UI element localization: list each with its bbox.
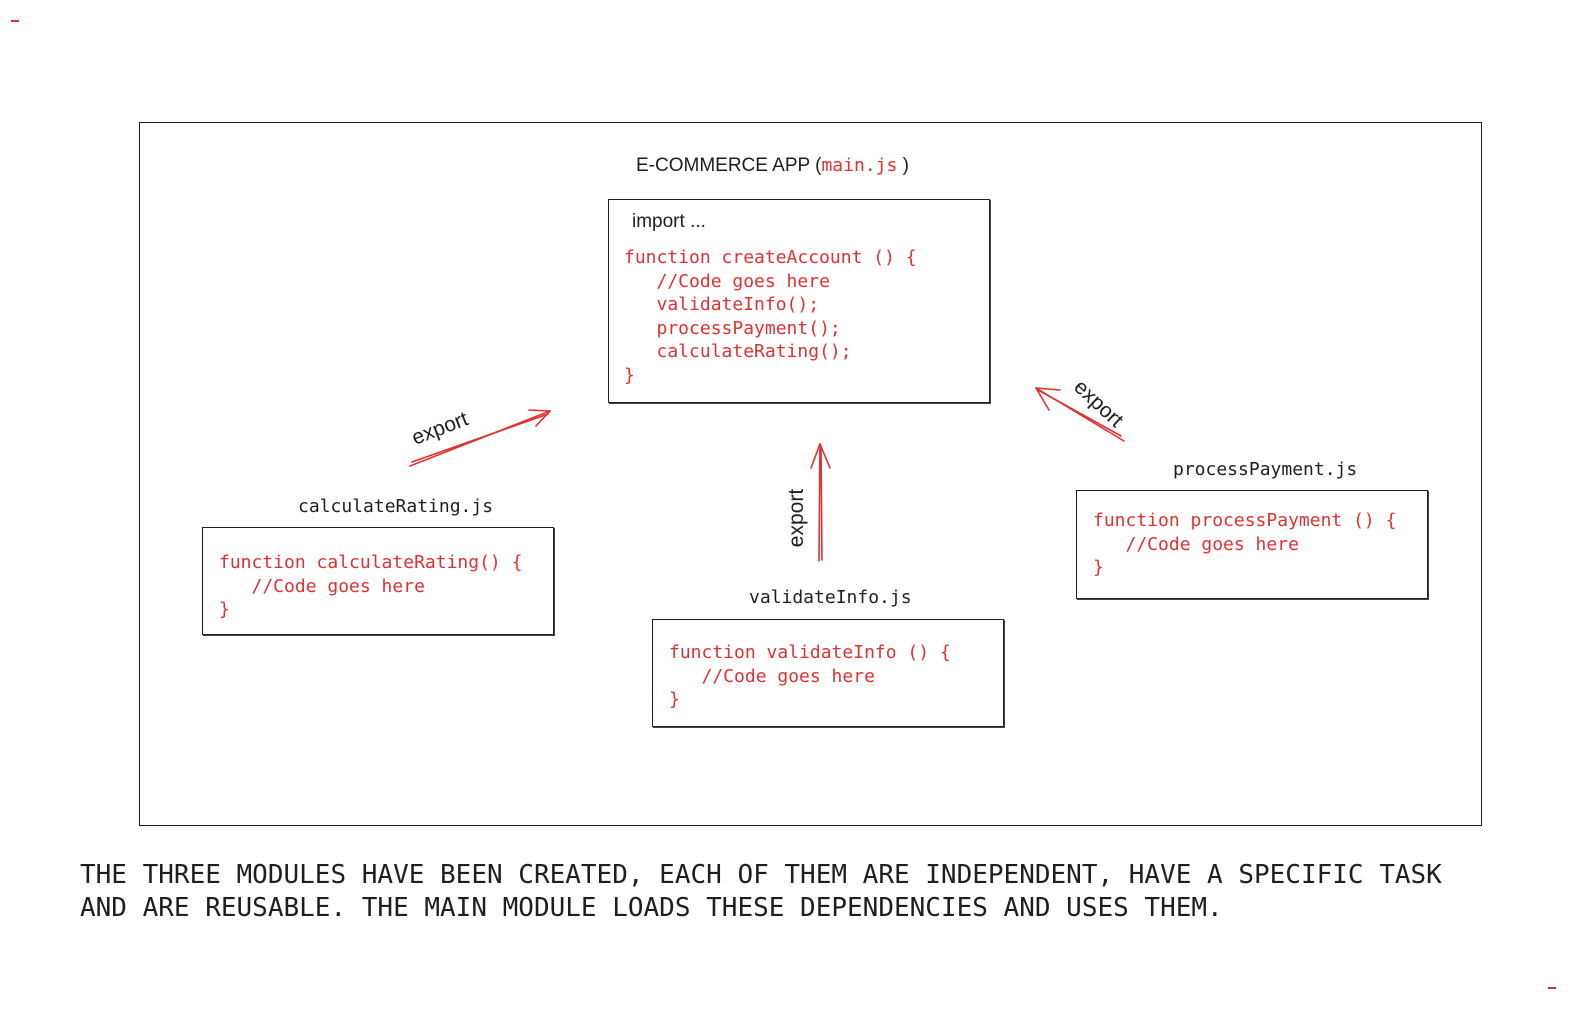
code-line: //Code goes here <box>219 575 425 597</box>
code-line: } <box>624 364 635 386</box>
caption-line-1: THE THREE MODULES HAVE BEEN CREATED, EAC… <box>80 860 1442 890</box>
code-line: } <box>669 689 680 710</box>
import-statement: import ... <box>632 211 706 232</box>
code-line: processPayment(); <box>624 317 841 339</box>
title-open-paren: ( <box>815 155 822 176</box>
caption: THE THREE MODULES HAVE BEEN CREATED, EAC… <box>80 859 1442 925</box>
middle-export-label: export <box>785 488 809 548</box>
main-module-title-text: E-COMMERCE APP <box>636 155 810 176</box>
code-line: function processPayment () { <box>1093 510 1397 531</box>
app-frame <box>139 122 1482 826</box>
code-line: //Code goes here <box>669 665 875 687</box>
validate-info-box <box>652 619 1004 727</box>
process-payment-code-block: function processPayment () { //Code goes… <box>1093 509 1396 580</box>
calculate-rating-code-block: function calculateRating() { //Code goes… <box>219 551 522 622</box>
calculate-rating-file-label: calculateRating.js <box>298 496 494 517</box>
main-module-title: E-COMMERCE APP (main.js ) <box>636 155 909 177</box>
process-payment-file-label: processPayment.js <box>1173 459 1358 480</box>
bottom-right-corner-mark <box>1548 987 1556 989</box>
top-left-corner-mark <box>11 20 19 22</box>
code-line: function validateInfo () { <box>669 642 951 663</box>
validate-info-code-block: function validateInfo () { //Code goes h… <box>669 641 951 712</box>
code-line: } <box>219 599 230 620</box>
code-line: validateInfo(); <box>624 294 820 315</box>
code-line: } <box>1093 557 1104 578</box>
process-payment-box <box>1076 490 1428 599</box>
caption-line-2: AND ARE REUSABLE. THE MAIN MODULE LOADS … <box>80 893 1223 923</box>
main-file-name: main.js <box>821 155 898 176</box>
calculate-rating-box <box>202 527 554 635</box>
title-close-paren: ) <box>902 155 909 176</box>
main-module-box <box>608 199 990 403</box>
code-line: //Code goes here <box>624 270 830 292</box>
code-line: calculateRating(); <box>624 341 852 362</box>
code-line: function calculateRating() { <box>219 552 523 573</box>
code-line: //Code goes here <box>1093 533 1299 555</box>
main-code-block: function createAccount () { //Code goes … <box>624 246 917 387</box>
validate-info-file-label: validateInfo.js <box>749 587 912 608</box>
code-line: function createAccount () { <box>624 247 917 268</box>
